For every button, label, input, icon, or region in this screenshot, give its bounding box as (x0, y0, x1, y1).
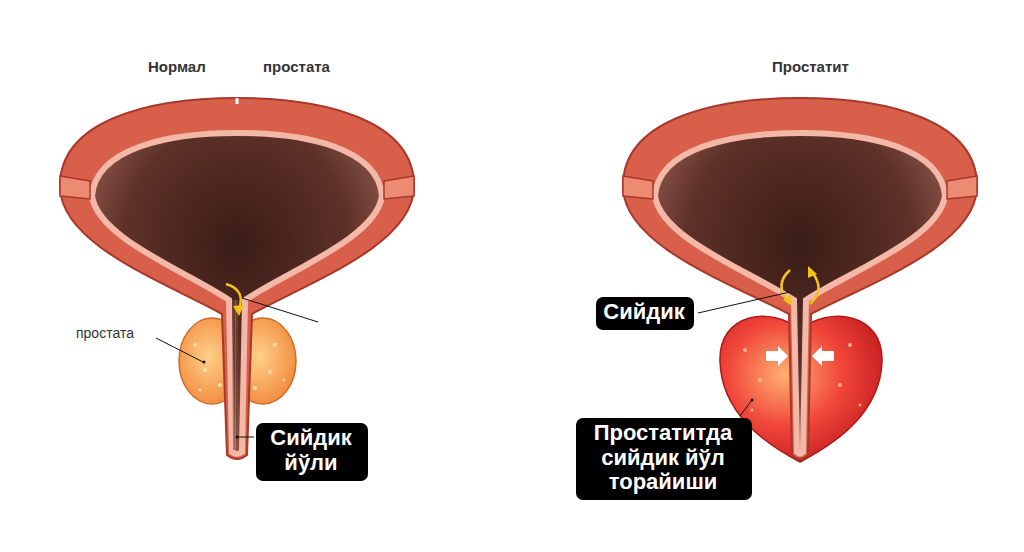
prostatitis-figure (623, 98, 977, 462)
leader-dot (236, 436, 239, 439)
compression-arrow (766, 346, 788, 366)
bladder-wall (60, 98, 414, 459)
flow-arrow (810, 272, 819, 304)
wall-band (384, 176, 414, 199)
wall-band (947, 176, 977, 199)
urethra (235, 300, 236, 450)
heading: Нормал (148, 58, 206, 75)
callout-box: Сийдик йўли (256, 423, 368, 481)
leader-line (698, 292, 790, 313)
normal-figure (60, 98, 414, 459)
leader-dot (751, 399, 754, 402)
callout-text: Простатитда сийдик йўл торайиши (583, 421, 743, 495)
leader-line (238, 437, 254, 438)
wall-notch (236, 98, 239, 104)
wall-band (623, 176, 653, 199)
heading: простата (263, 58, 330, 75)
flow-arrowhead (233, 305, 244, 316)
callout-box: Простатитда сийдик йўл торайиши (576, 418, 752, 500)
compression-arrow (812, 346, 834, 366)
leader-line (156, 338, 203, 362)
leader-dot (203, 361, 206, 364)
part-label: простата (76, 325, 134, 341)
heading: Простатит (772, 58, 849, 75)
callout-box: Сийдик (596, 297, 694, 330)
leader-line (740, 400, 752, 416)
callout-text: Сийдик йўли (263, 426, 359, 475)
flow-arrow (226, 284, 241, 309)
flow-arrowhead (808, 266, 817, 278)
flow-arrowhead (783, 295, 792, 306)
bladder-wall (623, 98, 977, 459)
wall-band (60, 176, 90, 199)
bladder-cavity (92, 133, 382, 454)
callout-text: Сийдик (603, 300, 685, 325)
leader-line (242, 298, 318, 322)
bladder-cavity (655, 133, 945, 454)
